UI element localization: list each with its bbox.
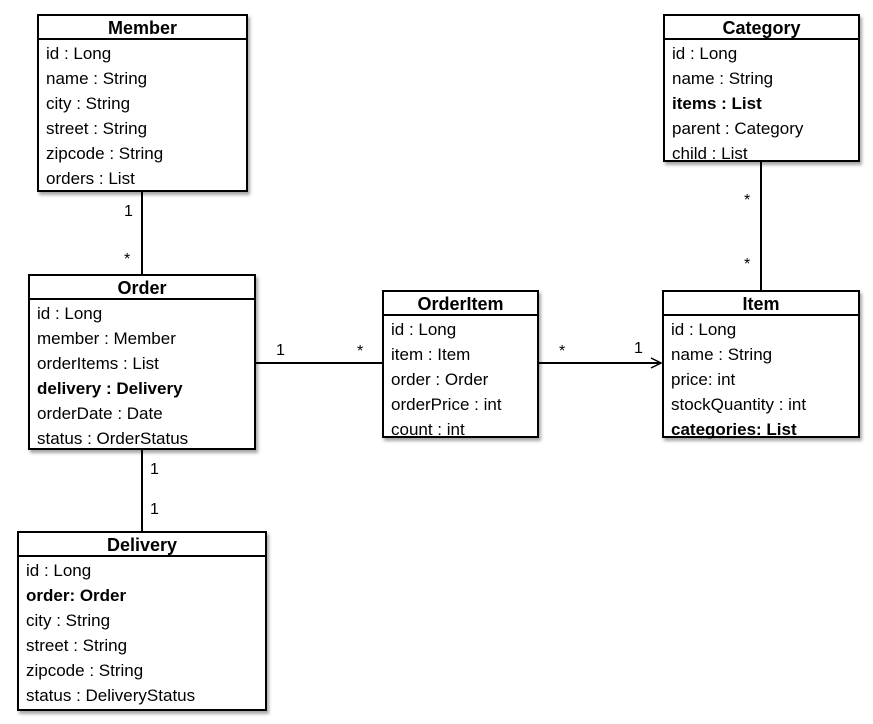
attribute-highlighted: order: Order	[26, 586, 127, 605]
attribute: id : Long	[26, 561, 92, 580]
attribute-list: id : Long name : String items : List par…	[665, 40, 858, 166]
class-name: Item	[664, 292, 858, 316]
class-item: Item id : Long name : String price: int …	[662, 290, 860, 439]
attribute: orders : List	[46, 169, 135, 188]
attribute: orderDate : Date	[37, 404, 163, 423]
attribute: member : Member	[37, 329, 176, 348]
attribute: name : String	[672, 69, 774, 88]
attribute: item : Item	[391, 345, 471, 364]
attribute-list: id : Long item : Item order : Order orde…	[384, 316, 537, 442]
class-order: Order id : Long member : Member orderIte…	[28, 274, 256, 450]
attribute: name : String	[671, 345, 773, 364]
attribute: parent : Category	[672, 119, 804, 138]
attribute-highlighted: delivery : Delivery	[37, 379, 183, 398]
attribute: id : Long	[672, 44, 738, 63]
attribute: city : String	[26, 611, 111, 630]
multiplicity-order-orderitem-order-end: 1	[276, 342, 285, 359]
attribute-list: id : Long member : Member orderItems : L…	[30, 300, 254, 451]
multiplicity-category-item-item-end: *	[744, 256, 751, 273]
multiplicity-orderitem-item-orderitem-end: *	[559, 343, 566, 360]
class-name: Order	[30, 276, 254, 300]
class-member: Member id : Long name : String city : St…	[37, 14, 248, 192]
multiplicity-member-order-order-end: *	[124, 251, 131, 268]
attribute: name : String	[46, 69, 148, 88]
class-orderitem: OrderItem id : Long item : Item order : …	[382, 290, 539, 439]
class-name: OrderItem	[384, 292, 537, 316]
multiplicity-order-delivery-order-end: 1	[150, 461, 159, 478]
attribute-highlighted: items : List	[672, 94, 762, 113]
class-category: Category id : Long name : String items :…	[663, 14, 860, 163]
attribute: street : String	[46, 119, 148, 138]
attribute: zipcode : String	[26, 661, 144, 680]
attribute-list: id : Long name : String price: int stock…	[664, 316, 858, 442]
attribute: street : String	[26, 636, 128, 655]
attribute: orderItems : List	[37, 354, 159, 373]
attribute-list: id : Long order: Order city : String str…	[19, 557, 265, 708]
attribute: price: int	[671, 370, 736, 389]
attribute: zipcode : String	[46, 144, 164, 163]
multiplicity-order-orderitem-orderitem-end: *	[357, 343, 364, 360]
attribute: id : Long	[391, 320, 457, 339]
class-delivery: Delivery id : Long order: Order city : S…	[17, 531, 267, 711]
attribute: order : Order	[391, 370, 489, 389]
attribute: city : String	[46, 94, 131, 113]
class-name: Category	[665, 16, 858, 40]
multiplicity-orderitem-item-item-end: 1	[634, 340, 643, 357]
attribute: count : int	[391, 420, 465, 439]
class-name: Delivery	[19, 533, 265, 557]
attribute: stockQuantity : int	[671, 395, 807, 414]
attribute-highlighted: categories: List	[671, 420, 797, 439]
attribute: status : DeliveryStatus	[26, 686, 196, 705]
attribute: child : List	[672, 144, 748, 163]
attribute: id : Long	[671, 320, 737, 339]
attribute: id : Long	[37, 304, 103, 323]
attribute: orderPrice : int	[391, 395, 502, 414]
attribute-list: id : Long name : String city : String st…	[39, 40, 246, 191]
attribute: id : Long	[46, 44, 112, 63]
multiplicity-category-item-category-end: *	[744, 192, 751, 209]
class-name: Member	[39, 16, 246, 40]
multiplicity-order-delivery-delivery-end: 1	[150, 501, 159, 518]
multiplicity-member-order-member-end: 1	[124, 203, 133, 220]
attribute: status : OrderStatus	[37, 429, 189, 448]
